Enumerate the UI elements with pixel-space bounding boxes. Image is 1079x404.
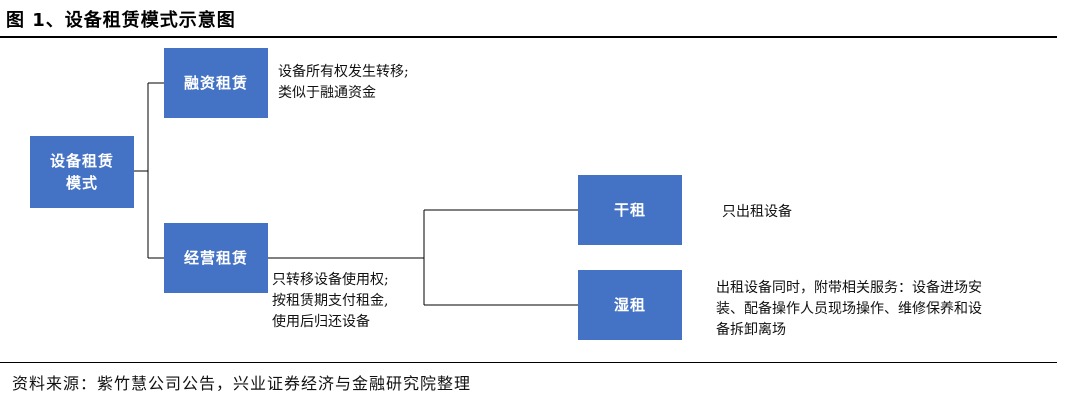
bottom-rule xyxy=(0,362,1057,363)
node-root: 设备租赁 模式 xyxy=(30,136,134,208)
note-operating-lease: 只转移设备使用权; 按租赁期支付租金, 使用后归还设备 xyxy=(272,272,389,330)
note-financing-lease: 设备所有权发生转移; 类似于融通资金 xyxy=(278,64,409,101)
note-wet-lease: 出租设备同时，附带相关服务：设备进场安 装、配备操作人员现场操作、维修保养和设 … xyxy=(716,280,982,338)
node-dry-lease: 干租 xyxy=(578,175,682,245)
node-financing-lease: 融资租赁 xyxy=(164,48,268,118)
node-operating-lease: 经营租赁 xyxy=(164,223,268,293)
top-rule xyxy=(0,36,1057,38)
source-note: 资料来源：紫竹慧公司公告，兴业证券经济与金融研究院整理 xyxy=(12,374,472,393)
figure-title: 图 1、设备租赁模式示意图 xyxy=(6,10,236,31)
node-wet-lease: 湿租 xyxy=(578,270,682,340)
note-dry-lease: 只出租设备 xyxy=(722,204,792,220)
